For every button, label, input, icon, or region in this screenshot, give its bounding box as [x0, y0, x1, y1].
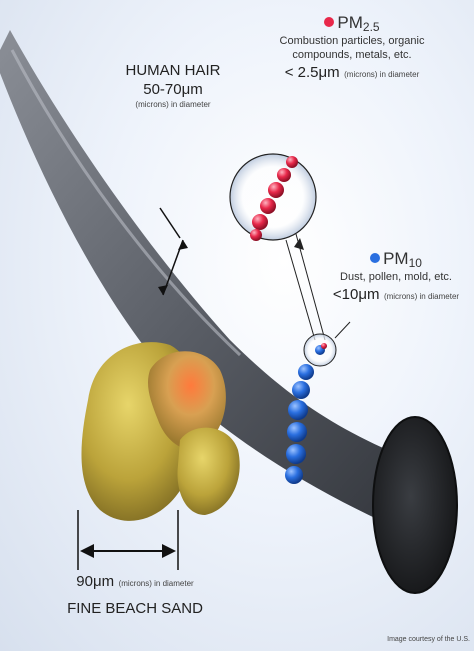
- sand-size: 90μm: [76, 573, 114, 590]
- pm25-label: PM2.5 Combustion particles, organic comp…: [262, 12, 442, 83]
- pm10-size-note: (microns) in diameter: [384, 292, 459, 301]
- hair-title: HUMAN HAIR: [108, 62, 238, 81]
- pm25-size-note: (microns) in diameter: [344, 70, 419, 79]
- pm10-size-line: <10μm (microns) in diameter: [318, 285, 474, 305]
- pm25-description-1: Combustion particles, organic: [262, 35, 442, 49]
- hair-size: 50-70μm: [108, 81, 238, 100]
- sand-size-note: (microns) in diameter: [119, 579, 194, 588]
- hair-label: HUMAN HAIR 50-70μm (microns) in diameter: [108, 62, 238, 110]
- pm25-description-2: compounds, metals, etc.: [262, 49, 442, 63]
- pm25-size: < 2.5μm: [285, 64, 340, 81]
- pm25-size-line: < 2.5μm (microns) in diameter: [262, 63, 442, 83]
- pm10-size: <10μm: [333, 286, 380, 303]
- pm10-label: PM10 Dust, pollen, mold, etc. <10μm (mic…: [318, 248, 474, 305]
- sand-label: 90μm (microns) in diameter FINE BEACH SA…: [40, 572, 230, 619]
- pm25-title: PM2.5: [262, 12, 442, 35]
- pm25-dot-icon: [324, 17, 334, 27]
- sand-grains: [81, 342, 239, 521]
- pm10-description: Dust, pollen, mold, etc.: [318, 271, 474, 285]
- image-credit: Image courtesy of the U.S.: [370, 636, 470, 645]
- sand-size-line: 90μm (microns) in diameter: [40, 572, 230, 592]
- pm10-title: PM10: [318, 248, 474, 271]
- sand-title: FINE BEACH SAND: [40, 600, 230, 619]
- hair-size-note: (microns) in diameter: [108, 100, 238, 110]
- pm10-dot-icon: [370, 253, 380, 263]
